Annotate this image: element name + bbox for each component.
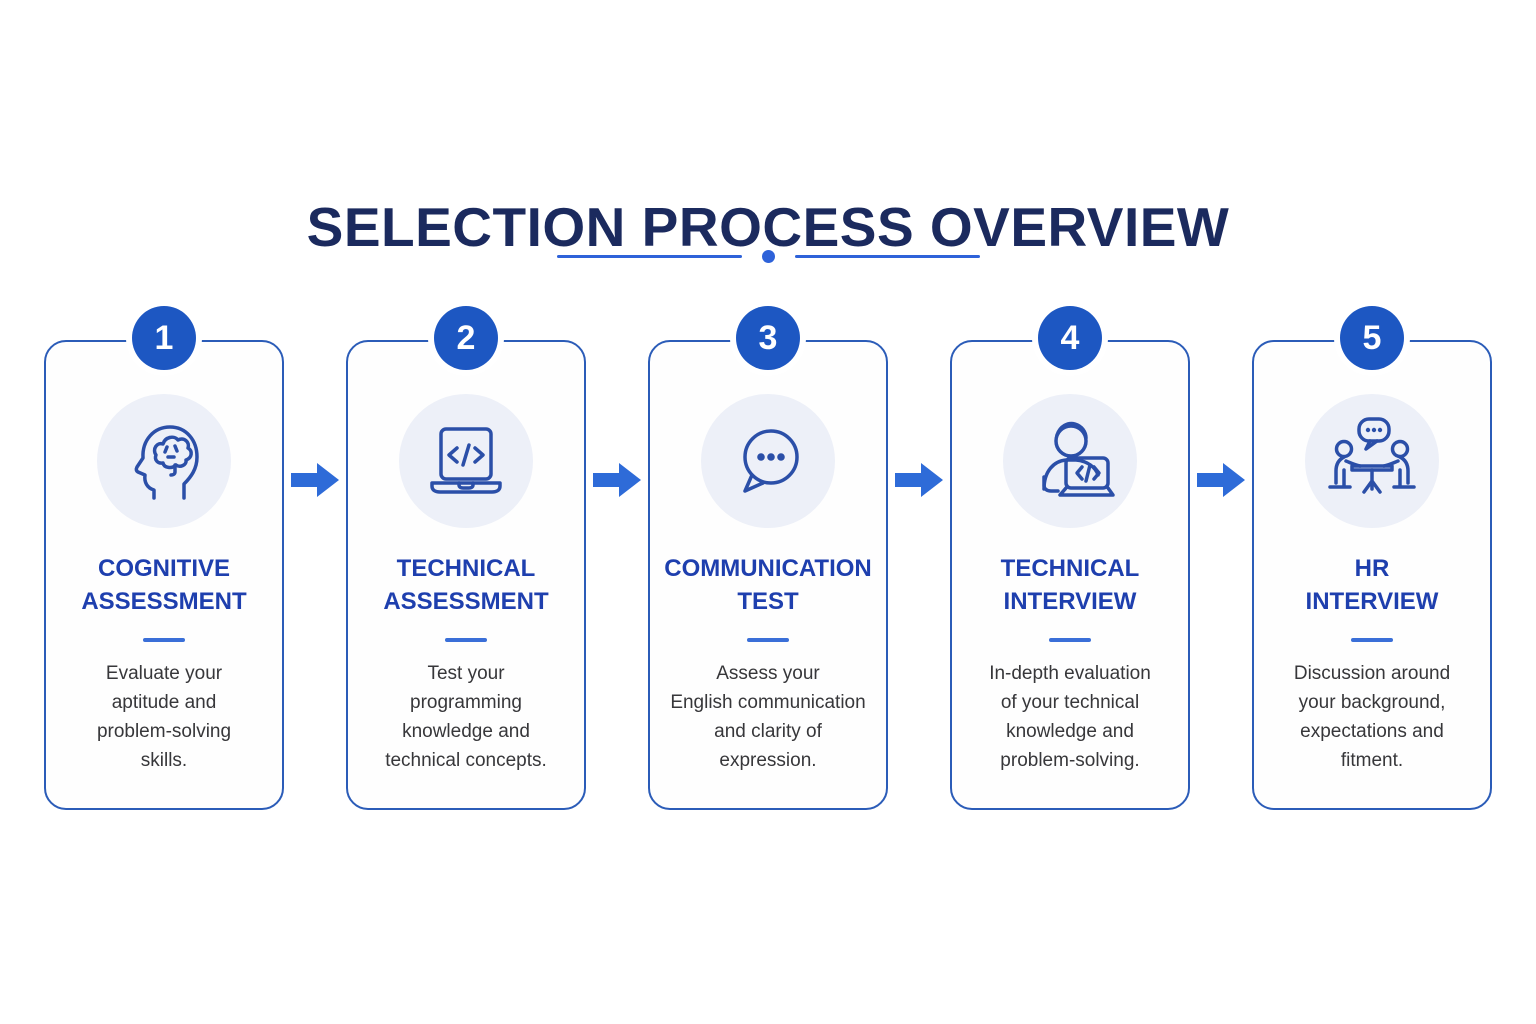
divider-line-left (556, 255, 742, 258)
step-title-divider (747, 638, 789, 643)
step-icon-circle (701, 394, 835, 528)
step-title-divider (1049, 638, 1091, 643)
step-number-badge: 3 (736, 306, 800, 370)
page-title: SELECTION PROCESS OVERVIEW (306, 195, 1230, 258)
step-description: Evaluate your aptitude and problem-solvi… (96, 663, 232, 772)
step-title: COMMUNICATION TEST (664, 555, 872, 616)
step-title: TECHNICAL INTERVIEW (1000, 555, 1140, 616)
arrow-right-icon (895, 460, 943, 505)
step-number-badge: 2 (434, 306, 498, 370)
step-title: TECHNICAL ASSESSMENT (383, 555, 549, 616)
person-laptop-icon (1022, 413, 1118, 509)
head-brain-icon (116, 413, 212, 509)
flow-arrow (284, 460, 346, 505)
flow-arrow (586, 460, 648, 505)
step-number-badge: 4 (1038, 306, 1102, 370)
step-card-technical-assessment: 2 TECHNICAL ASSESSMENT Test your program… (346, 306, 586, 810)
step-card-hr-interview: 5 HR INTE (1252, 306, 1492, 810)
step-title: COGNITIVE ASSESSMENT (81, 555, 247, 616)
title-divider (0, 250, 1536, 263)
step-description: Test your programming knowledge and tech… (385, 663, 547, 772)
step-title-divider (143, 638, 185, 643)
step-icon-circle (399, 394, 533, 528)
step-card-cognitive-assessment: 1 COGNITIVE ASSESSMENT Evaluate your apt… (44, 306, 284, 810)
step-card-communication-test: 3 COMMUNICATION TEST Assess your English… (648, 306, 888, 810)
process-steps-row: 1 COGNITIVE ASSESSMENT Evaluate your apt… (44, 306, 1492, 810)
step-card-technical-interview: 4 TECHNICAL INTERVIEW In-depth evaluatio… (950, 306, 1190, 810)
chat-bubble-icon (720, 413, 816, 509)
laptop-code-icon (418, 413, 514, 509)
step-title-divider (1351, 638, 1393, 643)
step-number-badge: 5 (1340, 306, 1404, 370)
step-icon-circle (97, 394, 231, 528)
step-description: In-depth evaluation of your technical kn… (989, 663, 1151, 772)
step-description: Discussion around your background, expec… (1293, 663, 1451, 772)
arrow-right-icon (291, 460, 339, 505)
arrow-right-icon (593, 460, 641, 505)
arrow-right-icon (1197, 460, 1245, 505)
flow-arrow (1190, 460, 1252, 505)
divider-dot (761, 250, 775, 263)
step-description: Assess your English communication and cl… (670, 663, 866, 772)
step-number-badge: 1 (132, 306, 196, 370)
step-title: HR INTERVIEW (1305, 555, 1439, 616)
step-icon-circle (1305, 394, 1439, 528)
step-icon-circle (1003, 394, 1137, 528)
interview-people-icon (1324, 413, 1420, 509)
step-title-divider (445, 638, 487, 643)
divider-line-right (794, 255, 980, 258)
flow-arrow (888, 460, 950, 505)
